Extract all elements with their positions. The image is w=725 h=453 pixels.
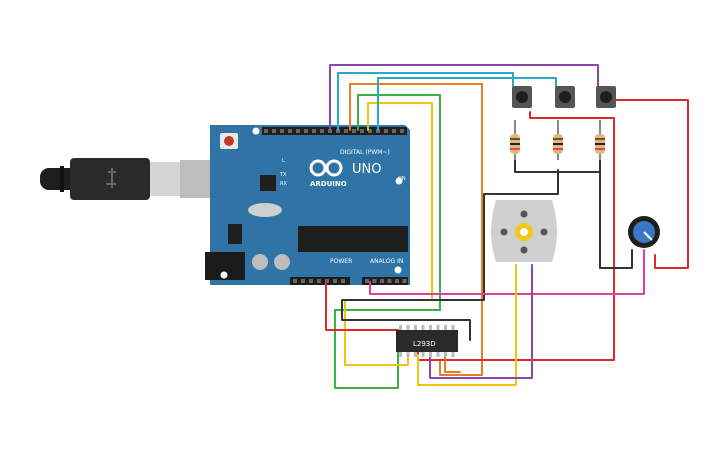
ic-pin bbox=[414, 352, 417, 357]
led-rx-label: RX bbox=[280, 181, 287, 187]
ic-pin bbox=[436, 325, 440, 330]
power-pin-hole bbox=[293, 279, 297, 283]
digital-pin-hole bbox=[392, 129, 396, 133]
ic-pin bbox=[399, 325, 402, 330]
ic-pin bbox=[421, 325, 425, 330]
ic-pin bbox=[406, 352, 410, 357]
wire-magenta[interactable] bbox=[369, 249, 645, 295]
ic-pin bbox=[414, 325, 417, 330]
digital-pin-hole bbox=[384, 129, 388, 133]
digital-pin-hole bbox=[400, 129, 404, 133]
digital-pin-hole bbox=[280, 129, 284, 133]
resistor-2[interactable] bbox=[553, 120, 563, 160]
digital-pin-hole bbox=[368, 129, 372, 133]
ic-pin bbox=[436, 352, 440, 357]
wire-red-pot[interactable] bbox=[613, 99, 689, 269]
power-pin-hole bbox=[333, 279, 337, 283]
ic-pin bbox=[406, 325, 410, 330]
resistor-1[interactable] bbox=[510, 120, 520, 160]
pushbutton-1[interactable] bbox=[512, 86, 532, 108]
digital-pin-hole bbox=[288, 129, 292, 133]
ic-pin bbox=[444, 325, 447, 330]
pushbutton-3[interactable] bbox=[596, 86, 616, 108]
power-label: POWER bbox=[330, 258, 352, 265]
digital-pin-hole bbox=[272, 129, 276, 133]
power-pin-hole bbox=[341, 279, 345, 283]
wire-black-pot[interactable] bbox=[599, 159, 633, 269]
wire-black-motor[interactable] bbox=[341, 169, 559, 321]
pushbutton-2[interactable] bbox=[555, 86, 575, 108]
digital-pin-hole bbox=[264, 129, 268, 133]
wire-green[interactable] bbox=[334, 94, 441, 389]
ic-pin bbox=[444, 352, 447, 357]
wire-purple-motor[interactable] bbox=[429, 264, 533, 379]
driver-label: L293D bbox=[413, 340, 436, 348]
analog-pin-hole bbox=[387, 279, 392, 283]
digital-label: DIGITAL (PWM~) bbox=[340, 149, 390, 156]
arduino-uno[interactable]: ARDUINO UNO DIGITAL (PWM~) ANALOG IN POW… bbox=[205, 125, 410, 285]
analog-pin-hole bbox=[365, 279, 369, 283]
arduino-infinity-icon bbox=[309, 159, 343, 177]
analog-pin-hole bbox=[380, 279, 384, 283]
board-model: UNO bbox=[352, 162, 381, 177]
ic-pin bbox=[429, 352, 432, 357]
l293d-driver[interactable]: L293D bbox=[396, 325, 458, 357]
wire-yellow-motor[interactable] bbox=[417, 264, 517, 386]
ic-pin bbox=[421, 352, 425, 357]
potentiometer[interactable] bbox=[628, 216, 660, 248]
digital-pin-hole bbox=[296, 129, 300, 133]
analog-label: ANALOG IN bbox=[370, 258, 403, 265]
digital-pin-hole bbox=[352, 129, 356, 133]
power-pin-hole bbox=[309, 279, 313, 283]
motor-gear-icon bbox=[515, 223, 533, 241]
wire-red-5v[interactable] bbox=[325, 281, 399, 331]
ic-pin bbox=[451, 352, 455, 357]
board-brand: ARDUINO bbox=[310, 180, 347, 188]
ic-pin bbox=[429, 325, 432, 330]
digital-pin-hole bbox=[304, 129, 308, 133]
wire-cyan-btn[interactable] bbox=[377, 77, 557, 131]
power-pin-hole bbox=[325, 279, 329, 283]
digital-pin-hole bbox=[312, 129, 316, 133]
ic-pin bbox=[451, 325, 455, 330]
power-pin-hole bbox=[301, 279, 305, 283]
on-label: ON bbox=[398, 176, 406, 182]
ic-pin bbox=[399, 352, 402, 357]
wire-orange[interactable] bbox=[349, 83, 483, 376]
resistor-3[interactable] bbox=[595, 120, 605, 160]
dc-motor[interactable] bbox=[491, 200, 557, 262]
wires[interactable] bbox=[325, 64, 689, 389]
analog-pin-hole bbox=[372, 279, 377, 283]
analog-pin-hole bbox=[395, 279, 399, 283]
led-tx-label: TX bbox=[279, 172, 287, 178]
power-pin-hole bbox=[317, 279, 321, 283]
digital-pin-hole bbox=[360, 129, 364, 133]
digital-pin-hole bbox=[344, 129, 348, 133]
wire-black-driver[interactable] bbox=[397, 319, 471, 341]
led-l-label: L bbox=[282, 158, 285, 164]
wire-black-res[interactable] bbox=[514, 159, 601, 173]
wire-purple-top[interactable] bbox=[329, 64, 599, 131]
analog-pin-hole bbox=[402, 279, 407, 283]
header-pins[interactable] bbox=[264, 129, 407, 283]
digital-pin-hole bbox=[320, 129, 324, 133]
wire-cyan-top[interactable] bbox=[337, 72, 514, 131]
